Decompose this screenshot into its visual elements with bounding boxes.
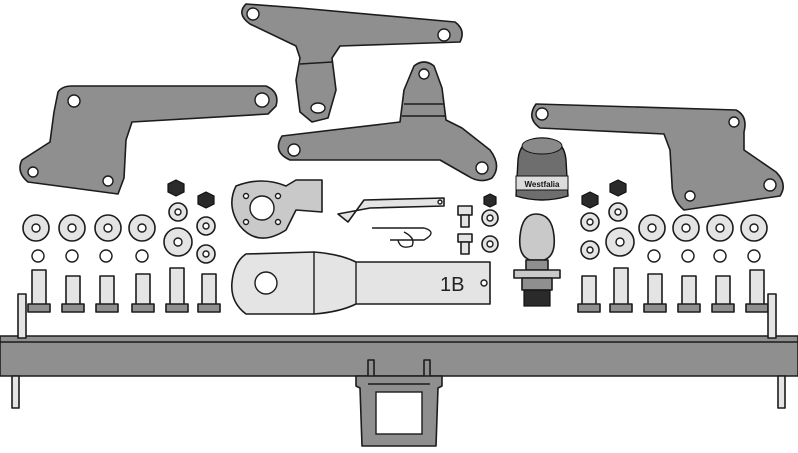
spring-clip bbox=[372, 227, 432, 248]
drawbar-code: 1B bbox=[440, 274, 464, 296]
middle-bracket bbox=[277, 61, 498, 182]
tow-ball bbox=[513, 213, 561, 307]
right-hardware bbox=[577, 179, 769, 313]
right-bolt-row bbox=[577, 267, 769, 313]
socket-mounting-plate bbox=[231, 179, 323, 239]
right-spring-washer-row bbox=[647, 249, 761, 263]
ball-cap-label: Westfalia bbox=[525, 180, 561, 189]
right-washer-row bbox=[638, 214, 768, 242]
small-washers-center bbox=[481, 193, 499, 253]
left-hardware bbox=[22, 179, 221, 313]
small-bolt-1 bbox=[457, 205, 473, 228]
ball-cap: Westfalia bbox=[515, 137, 569, 201]
left-nut-column bbox=[163, 179, 216, 264]
right-nut-column bbox=[580, 179, 635, 260]
left-side-bracket bbox=[19, 85, 278, 195]
right-side-bracket bbox=[531, 103, 784, 211]
top-center-bracket bbox=[241, 3, 463, 123]
left-washer-row bbox=[22, 214, 156, 242]
small-bolt-2 bbox=[457, 233, 473, 255]
drawbar: 1B bbox=[230, 251, 491, 315]
hitch-receiver bbox=[355, 359, 443, 447]
left-bolt-row bbox=[27, 267, 221, 313]
hitch-pin bbox=[337, 197, 445, 223]
left-spring-washer-row bbox=[31, 249, 149, 263]
